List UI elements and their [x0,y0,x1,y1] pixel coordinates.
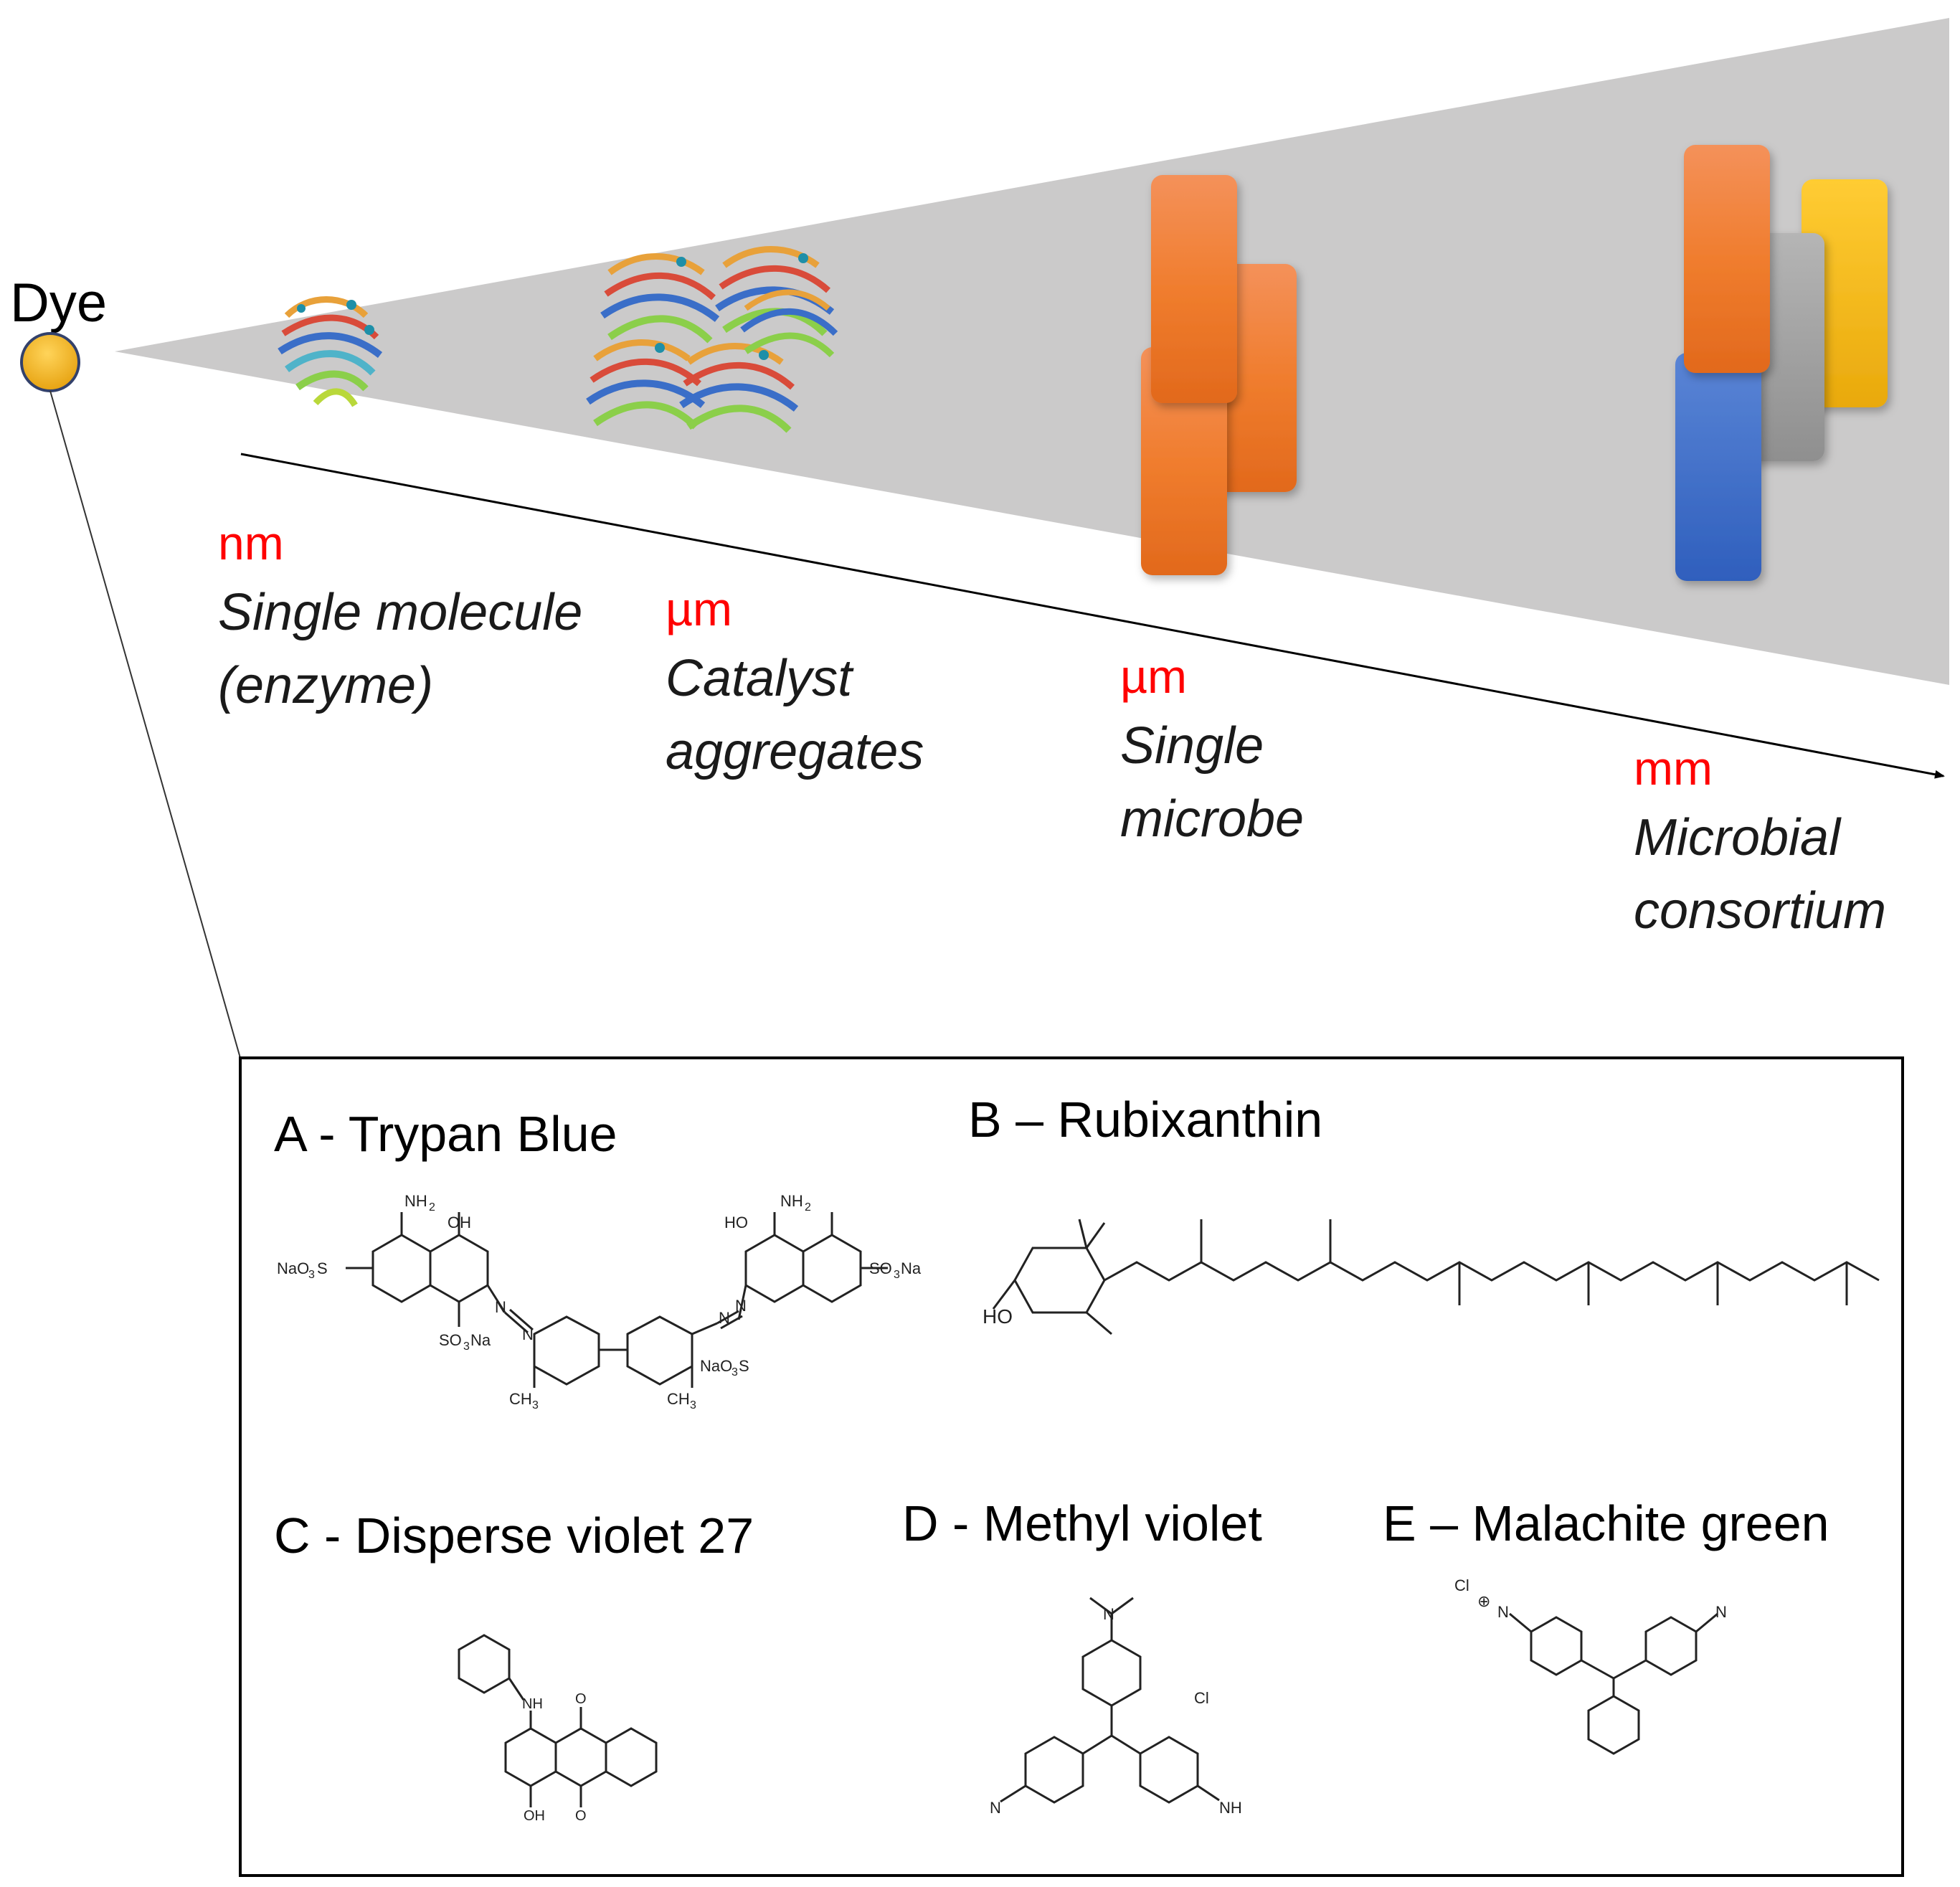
svg-text:⊕: ⊕ [1477,1592,1490,1610]
svg-text:NaO: NaO [700,1357,732,1375]
svg-text:3: 3 [463,1340,470,1353]
svg-text:N: N [1715,1603,1727,1621]
svg-text:N: N [719,1309,730,1327]
dye-title-c: C - Disperse violet 27 [274,1508,754,1564]
scale-cone [115,18,1949,685]
stage-desc: Single [1120,717,1264,775]
stage-unit: nm [218,516,284,569]
dye-title-a: A - Trypan Blue [274,1106,617,1162]
svg-text:N: N [495,1298,506,1316]
stage-desc: microbe [1120,790,1304,848]
svg-text:NH: NH [780,1192,803,1210]
svg-text:CH: CH [509,1390,532,1408]
stage-desc: consortium [1634,882,1886,940]
svg-text:HO: HO [983,1305,1013,1328]
svg-text:N: N [990,1799,1001,1817]
svg-text:SO: SO [869,1259,892,1277]
svg-text:Na: Na [901,1259,922,1277]
svg-text:2: 2 [805,1201,811,1214]
svg-text:NH: NH [1219,1799,1242,1817]
stage-desc: Catalyst [666,650,854,707]
svg-text:O: O [575,1691,587,1707]
svg-text:N: N [522,1325,534,1343]
dye-label: Dye [10,273,107,334]
dye-title-b: B – Rubixanthin [968,1092,1322,1148]
catalyst-aggregates-icon [586,246,838,433]
dye-title-e: E – Malachite green [1383,1495,1829,1551]
svg-text:Cl: Cl [1194,1689,1209,1707]
svg-text:OH: OH [448,1214,471,1231]
svg-text:Na: Na [470,1331,491,1349]
scale-axis-arrow [240,453,1945,779]
single-microbe-icon [1141,175,1297,575]
dye-ball [20,332,80,392]
trypan-blue-structure: NH 2 OH NaO 3 S SO 3 Na N N CH 3 CH 3 N … [277,1192,922,1411]
stage-label-catalyst-aggregates: µm Catalyst aggregates [666,582,924,780]
svg-text:N: N [1497,1603,1509,1621]
stage-label-microbial-consortium: mm Microbial consortium [1634,742,1886,940]
svg-text:2: 2 [429,1201,435,1214]
stage-desc: aggregates [666,723,924,780]
svg-text:S: S [317,1259,328,1277]
single-enzyme-icon [278,296,383,407]
stage-unit: mm [1634,742,1713,795]
dye-to-box-connector [49,390,241,1059]
dye-structures-box [239,1056,1904,1877]
microbial-consortium-icon [1675,145,1888,581]
svg-text:NH: NH [522,1696,543,1712]
svg-text:S: S [739,1357,749,1375]
svg-text:NaO: NaO [277,1259,309,1277]
svg-text:3: 3 [532,1399,539,1411]
svg-text:NH: NH [404,1192,427,1210]
stage-label-single-molecule: nm Single molecule (enzyme) [218,516,582,714]
svg-text:OH: OH [524,1808,545,1824]
rubixanthin-structure: HO [983,1219,1880,1335]
svg-text:3: 3 [690,1399,696,1411]
methyl-violet-structure: N N NH Cl [990,1597,1242,1817]
stage-label-single-microbe: µm Single microbe [1120,650,1304,848]
stage-unit: µm [666,582,732,635]
svg-text:3: 3 [308,1269,315,1281]
svg-text:SO: SO [439,1331,462,1349]
svg-text:N: N [735,1297,747,1315]
stage-desc: Single molecule [218,584,582,641]
svg-text:N: N [1103,1605,1114,1623]
malachite-green-structure: Cl ⊕ N N [1454,1576,1727,1755]
svg-text:HO: HO [724,1214,748,1231]
dye-title-d: D - Methyl violet [902,1495,1262,1551]
stage-unit: µm [1120,650,1187,703]
disperse-violet-27-structure: NH O O OH [458,1634,658,1824]
svg-text:3: 3 [732,1366,738,1378]
stage-desc: Microbial [1634,809,1842,866]
stage-desc: (enzyme) [218,657,433,714]
svg-text:CH: CH [667,1390,690,1408]
svg-text:O: O [575,1808,587,1824]
svg-text:Cl: Cl [1454,1576,1469,1594]
svg-text:3: 3 [894,1269,900,1281]
